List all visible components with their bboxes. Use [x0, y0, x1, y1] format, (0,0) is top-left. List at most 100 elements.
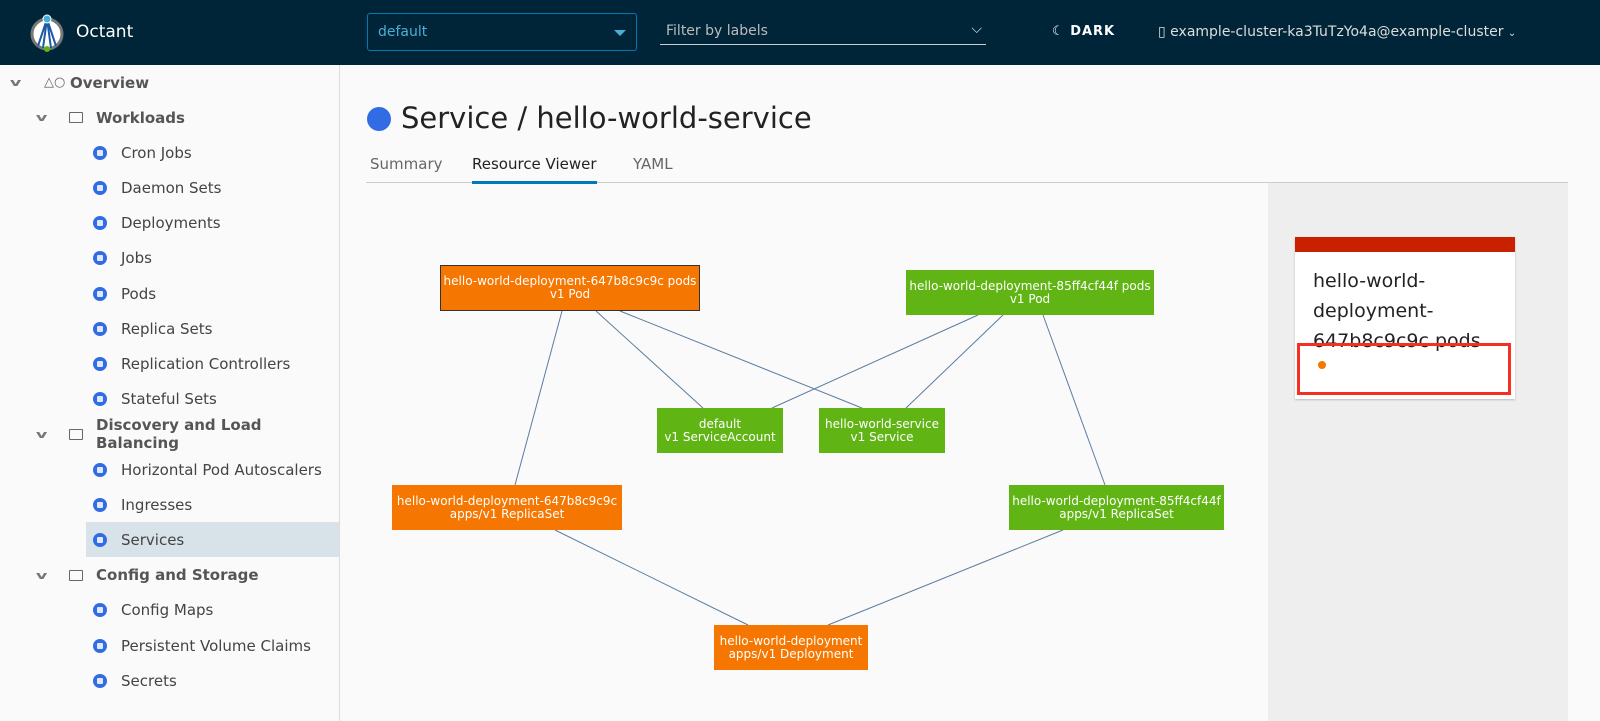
sidebar-item-label: Replication Controllers [121, 354, 291, 373]
node-kind: v1 ServiceAccount [664, 429, 776, 444]
sidebar-item[interactable]: Daemon Sets [0, 170, 339, 205]
node-kind: v1 Pod [1009, 291, 1051, 306]
resource-card[interactable]: hello-world-deployment-647b8c9c9c pods [1295, 237, 1515, 399]
sidebar-item[interactable]: Secrets [0, 663, 339, 698]
sidebar-item-label: Stateful Sets [121, 390, 217, 409]
kubernetes-resource-icon [93, 603, 107, 618]
app-name: Octant [76, 22, 134, 42]
kubernetes-resource-icon [93, 532, 107, 547]
octant-logo-icon [30, 14, 64, 52]
status-bar [1295, 237, 1515, 252]
kubernetes-resource-icon [93, 497, 107, 512]
node-name: hello-world-deployment-85ff4cf44f [1012, 493, 1221, 508]
sidebar-item-label: Pods [121, 284, 157, 303]
status-highlight [1297, 343, 1511, 395]
node-name: hello-world-deployment-647b8c9c9c [396, 493, 618, 508]
kubernetes-resource-icon [93, 251, 107, 266]
context-selector[interactable]: ▯ example-cluster-ka3TuTzYo4a@example-cl… [1158, 24, 1516, 40]
sidebar-section-label: Workloads [96, 108, 185, 127]
sidebar-item-label: Secrets [121, 671, 177, 690]
sidebar-item[interactable]: Jobs [0, 241, 339, 276]
tab-summary[interactable]: Summary [370, 155, 443, 173]
sidebar-item[interactable]: Services [86, 522, 339, 558]
sidebar-item[interactable]: Pods [0, 276, 339, 311]
node-name: hello-world-deployment-647b8c9c9c pods [443, 274, 697, 288]
node-kind: v1 Service [850, 429, 914, 444]
node-kind: apps/v1 Deployment [728, 646, 854, 661]
sidebar-item[interactable]: Cron Jobs [0, 135, 339, 170]
namespace-select[interactable]: default [367, 13, 637, 51]
folder-icon [69, 428, 83, 440]
tab-yaml[interactable]: YAML [633, 155, 673, 173]
overview-icon: △○ [44, 75, 66, 90]
tab-bar: Summary Resource Viewer YAML [366, 147, 1568, 184]
kubernetes-resource-icon [93, 638, 107, 653]
sidebar-item-label: Ingresses [121, 495, 193, 514]
sidebar-item-label: Overview [70, 73, 150, 92]
caret-down-icon [614, 30, 626, 36]
folder-icon [69, 112, 83, 123]
label-filter-input[interactable]: Filter by labels⌵ [660, 19, 986, 45]
namespace-value: default [378, 24, 428, 40]
chevron-down-icon[interactable]: v [35, 568, 48, 582]
kubernetes-resource-icon [93, 145, 107, 160]
sidebar-item[interactable]: Config Maps [0, 593, 339, 628]
page-title: Service / hello-world-service [401, 101, 812, 135]
node-kind: apps/v1 ReplicaSet [1059, 506, 1174, 521]
cluster-icon: ▯ [1158, 24, 1166, 40]
chevron-down-icon[interactable]: v [35, 111, 48, 124]
sidebar-section[interactable]: v Config and Storage [0, 558, 339, 593]
moon-icon: ☾ [1052, 24, 1065, 39]
sidebar-item[interactable]: Persistent Volume Claims [0, 628, 339, 663]
node-name: hello-world-service [825, 416, 939, 431]
main-content: Service / hello-world-service Summary Re… [341, 65, 1568, 721]
sidebar-item[interactable]: Replication Controllers [0, 346, 339, 381]
kubernetes-resource-icon [93, 356, 107, 371]
node-name: hello-world-deployment [719, 633, 863, 648]
sidebar-item-label: Deployments [121, 214, 221, 233]
sidebar-item-label: Daemon Sets [121, 178, 222, 197]
resource-card-title: hello-world-deployment-647b8c9c9c pods [1313, 270, 1481, 352]
chevron-down-icon: ⌄ [1507, 28, 1517, 39]
sidebar-item-overview[interactable]: v △○ Overview [0, 65, 339, 100]
kubernetes-resource-icon [93, 180, 107, 195]
sidebar-item[interactable]: Deployments [0, 206, 339, 241]
theme-toggle-label: DARK [1070, 24, 1116, 39]
kubernetes-resource-icon [93, 462, 107, 477]
sidebar-item-label: Replica Sets [121, 319, 213, 338]
chevron-down-icon[interactable]: v [9, 76, 22, 89]
sidebar-item[interactable]: Ingresses [0, 487, 339, 522]
sidebar-item[interactable]: Horizontal Pod Autoscalers [0, 452, 339, 487]
node-name: default [698, 416, 742, 431]
sidebar-section-label: Config and Storage [96, 566, 259, 585]
node-name: hello-world-deployment-85ff4cf44f pods [909, 278, 1151, 293]
sidebar-item-label: Services [121, 530, 185, 549]
kubernetes-resource-icon [93, 216, 107, 231]
filter-placeholder: Filter by labels [666, 23, 768, 39]
sidebar-item[interactable]: Replica Sets [0, 311, 339, 346]
service-icon [367, 107, 391, 131]
folder-icon [69, 569, 83, 581]
sidebar-item-label: Persistent Volume Claims [121, 636, 311, 655]
sidebar-item-label: Horizontal Pod Autoscalers [121, 460, 322, 479]
theme-toggle-button[interactable]: ☾ DARK [1052, 24, 1115, 39]
kubernetes-resource-icon [93, 321, 107, 336]
sidebar-section[interactable]: v Workloads [0, 100, 339, 135]
scrollbar[interactable] [1568, 65, 1600, 721]
sidebar-item-label: Cron Jobs [121, 143, 192, 162]
tab-resource-viewer[interactable]: Resource Viewer [472, 155, 597, 184]
sidebar-item[interactable]: Stateful Sets [0, 382, 339, 417]
top-bar: Octant default Filter by labels⌵ ☾ DARK … [0, 0, 1600, 65]
kubernetes-resource-icon [93, 673, 107, 688]
node-kind: v1 Pod [549, 287, 591, 301]
sidebar-item-label: Jobs [121, 249, 152, 268]
chevron-down-icon[interactable]: v [35, 427, 48, 441]
